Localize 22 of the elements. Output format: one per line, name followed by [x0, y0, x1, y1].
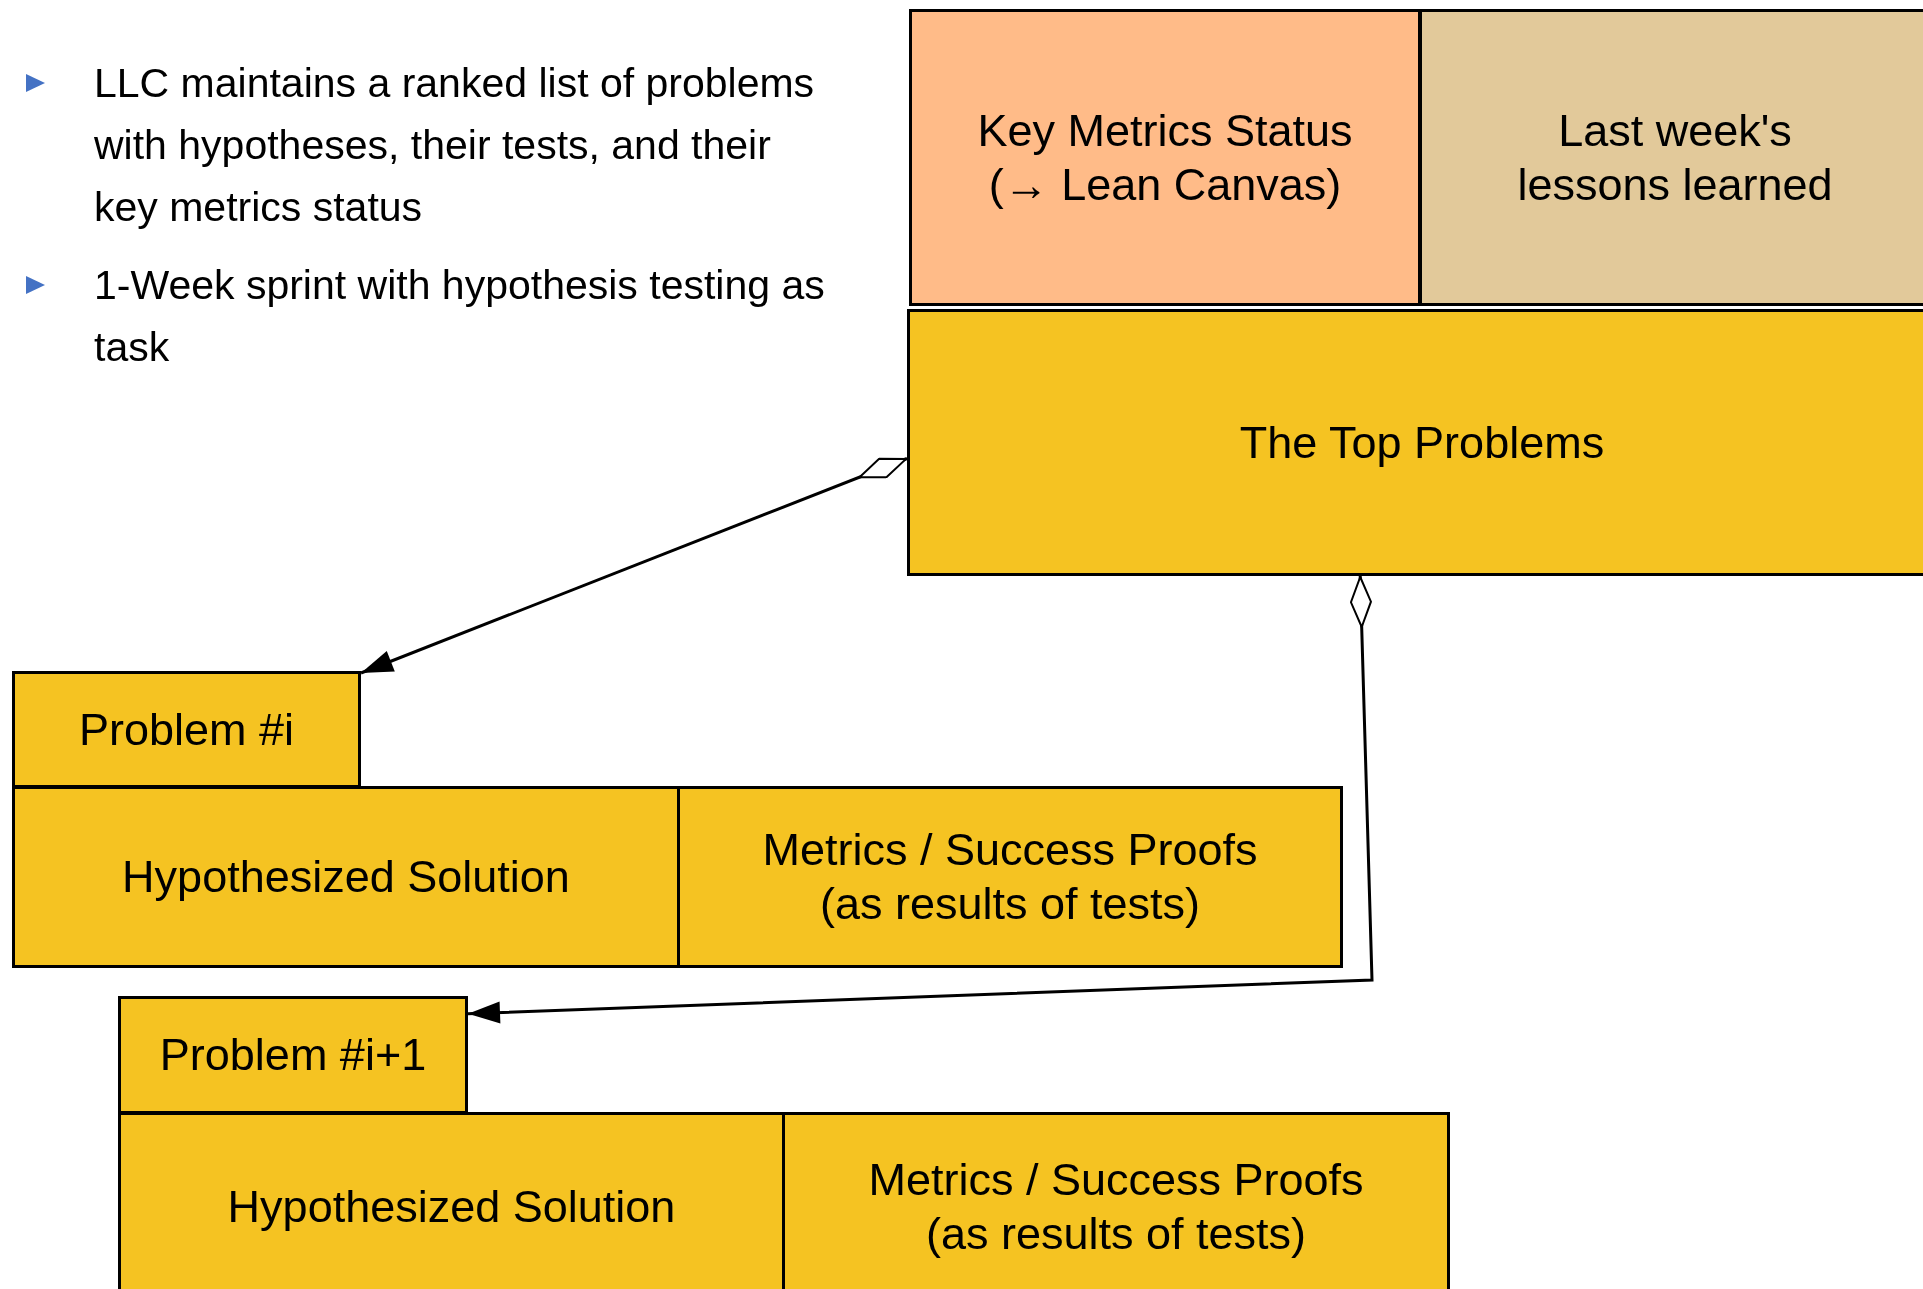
box-label: Key Metrics Status (→ Lean Canvas) [976, 103, 1354, 212]
bullet-text: 1-Week sprint with hypothesis testing as task [94, 261, 826, 372]
aggregation-arrow [467, 575, 1374, 1024]
process-box [782, 1112, 1450, 1289]
aggregation-arrow [360, 457, 908, 675]
bullet-text: LLC maintains a ranked list of problems with hypotheses, their tests, and their key metrics status [94, 59, 816, 232]
process-box [909, 9, 1421, 306]
process-box [118, 1112, 785, 1289]
box-label: Metrics / Success Proofs (as results of tests) [867, 1153, 1365, 1261]
box-label: Hypothesized Solution [121, 850, 571, 904]
box-label: Last week's lessons learned [1516, 103, 1834, 212]
box-label: Metrics / Success Proofs (as results of tests) [761, 823, 1259, 931]
process-box [12, 786, 680, 968]
box-label: Problem #i [77, 702, 296, 757]
box-label: Hypothesized Solution [226, 1180, 677, 1234]
process-box [907, 309, 1923, 576]
process-box [118, 996, 468, 1114]
process-box [677, 786, 1343, 968]
box-label: Problem #i+1 [158, 1028, 428, 1082]
process-box [12, 671, 361, 788]
box-label: The Top Problems [1238, 415, 1606, 470]
process-box [1419, 9, 1923, 306]
